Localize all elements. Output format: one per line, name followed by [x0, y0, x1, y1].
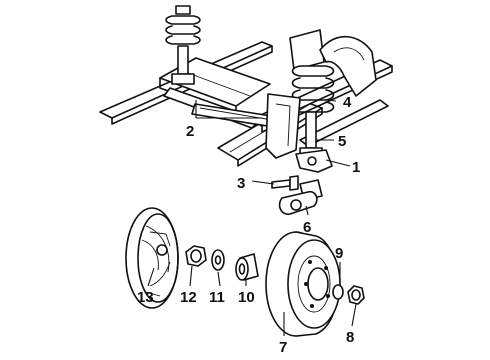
rear-coil-spring — [289, 29, 335, 113]
dust-cap — [347, 285, 365, 305]
mounting-bolt — [271, 175, 299, 191]
wheel-housing — [265, 35, 377, 159]
callout-9: 9 — [335, 245, 343, 262]
brake-backing-plate — [125, 207, 179, 309]
suspension-bracket — [295, 149, 333, 173]
callout-10: 10 — [238, 289, 255, 306]
callout-12: 12 — [180, 289, 197, 306]
pivot-bushing — [278, 179, 323, 216]
callout-11: 11 — [209, 289, 225, 306]
brake-drum — [265, 231, 341, 337]
leader-lines — [147, 99, 357, 336]
callout-3: 3 — [237, 175, 245, 192]
callout-1: 1 — [352, 159, 360, 176]
left-shock-absorber — [165, 5, 201, 85]
hub-washer — [332, 284, 344, 300]
callout-7: 7 — [279, 339, 287, 356]
thrust-washer — [211, 249, 225, 271]
callout-labels: 1 2 3 4 5 6 7 8 9 10 11 12 13 — [137, 94, 360, 356]
wheel-bearing — [235, 253, 259, 281]
callout-4: 4 — [343, 94, 352, 111]
callout-8: 8 — [346, 329, 354, 346]
callout-6: 6 — [303, 219, 311, 236]
callout-13: 13 — [137, 289, 154, 306]
callout-5: 5 — [338, 133, 346, 150]
callout-2: 2 — [186, 123, 194, 140]
spindle-nut — [185, 245, 207, 267]
